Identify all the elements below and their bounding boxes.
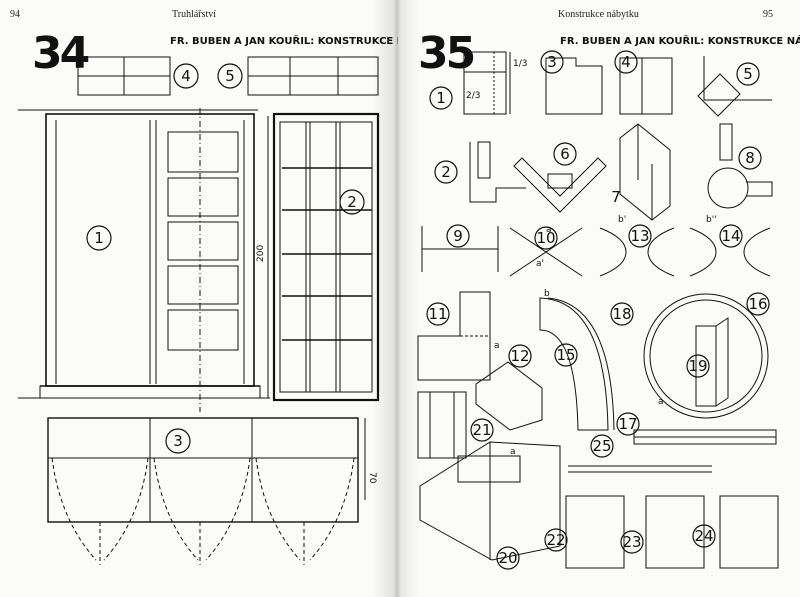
fig-label-5: 5 bbox=[743, 65, 753, 83]
fig-label-1: 1 bbox=[436, 89, 446, 107]
fig-label-25: 25 bbox=[592, 437, 611, 455]
fig-label-10: 10 bbox=[536, 229, 555, 247]
fig-label-12: 12 bbox=[510, 347, 529, 365]
fig-label-11: 11 bbox=[428, 305, 447, 323]
fig-19-round-frame bbox=[643, 293, 769, 419]
fig-label-19: 19 bbox=[688, 357, 707, 375]
fig-label-21: 21 bbox=[472, 421, 491, 439]
left-running-head: Truhlářství bbox=[172, 9, 217, 20]
fig-label-16: 16 bbox=[748, 295, 767, 313]
right-running-head: Konstrukce nábytku bbox=[558, 9, 639, 20]
left-drawings: 4 5 1 2 3 200 70 bbox=[18, 56, 380, 565]
fig-15-bent-panel bbox=[539, 297, 615, 431]
fig-5-joint bbox=[697, 56, 772, 117]
fig-label-2: 2 bbox=[347, 193, 357, 211]
fig-23-section bbox=[645, 495, 705, 569]
fig-label-8: 8 bbox=[745, 149, 755, 167]
fig-label-23: 23 bbox=[622, 533, 641, 551]
fig-20-joint bbox=[419, 441, 561, 561]
fig-1-wardrobe bbox=[18, 108, 270, 412]
fig-label-6: 6 bbox=[560, 145, 570, 163]
letter-a-fig-10: a bbox=[546, 225, 552, 235]
fig-label-22: 22 bbox=[546, 531, 565, 549]
fig-label-17: 17 bbox=[618, 415, 637, 433]
fig-17-rail bbox=[633, 429, 777, 445]
fig-label-4: 4 bbox=[181, 67, 191, 85]
fig-12-joint bbox=[475, 361, 543, 431]
letter-a-fig-20: a bbox=[510, 447, 516, 457]
fig-label-13: 13 bbox=[630, 227, 649, 245]
letter-a-prime: a' bbox=[536, 259, 544, 269]
left-credit: FR. BUBEN A JAN KOUŘIL: KONSTRUKCE NÁBYT… bbox=[170, 36, 398, 47]
left-page: 94 Truhlářství 34 FR. BUBEN A JAN KOUŘIL… bbox=[0, 0, 398, 597]
fig-11-joint bbox=[417, 291, 491, 381]
fig-3-plan bbox=[47, 417, 366, 565]
fig-4-joint bbox=[619, 57, 673, 115]
left-page-number: 94 bbox=[10, 9, 20, 20]
fig-2-joint bbox=[469, 141, 526, 203]
right-page-number: 95 bbox=[763, 9, 773, 20]
right-drawings: 1 3 4 5 2 6 7 8 9 10 13 14 11 12 15 18 1… bbox=[417, 50, 779, 570]
fig-1-joint bbox=[463, 51, 511, 115]
fig-14-profile bbox=[689, 227, 771, 277]
fig-label-14: 14 bbox=[721, 227, 740, 245]
fig-6-joint bbox=[513, 157, 607, 213]
fig-4-panel bbox=[77, 56, 171, 96]
fig-label-2: 2 bbox=[441, 163, 451, 181]
fraction-2-3: 2/3 bbox=[466, 91, 480, 101]
fig-24-section bbox=[719, 495, 779, 569]
fig-3-joint bbox=[545, 57, 603, 115]
fig-2-section bbox=[272, 112, 380, 402]
fig-label-3: 3 bbox=[173, 432, 183, 450]
left-plate-number: 34 bbox=[32, 28, 90, 79]
right-page: Konstrukce nábytku 95 35 FR. BUBEN A JAN… bbox=[398, 0, 800, 597]
fig-label-9: 9 bbox=[453, 227, 463, 245]
letter-b-prime: b' bbox=[618, 215, 626, 225]
fig-22-section bbox=[565, 495, 625, 569]
fig-label-5: 5 bbox=[225, 67, 235, 85]
fig-21-section bbox=[417, 391, 467, 459]
fig-label-15: 15 bbox=[556, 346, 575, 364]
fig-13-profile bbox=[599, 227, 675, 277]
fig-label-18: 18 bbox=[612, 305, 631, 323]
fig-label-1: 1 bbox=[94, 229, 104, 247]
fig-label-4: 4 bbox=[621, 53, 631, 71]
fig-7-joint bbox=[619, 123, 671, 221]
letter-b-double-prime: b'' bbox=[706, 215, 717, 225]
fig-8-joint bbox=[707, 123, 773, 209]
fig-5-panel bbox=[247, 56, 379, 96]
letter-b: b bbox=[544, 289, 550, 299]
fig-label-7: 7 bbox=[611, 188, 621, 206]
dimension-70: 70 bbox=[367, 472, 377, 484]
letter-a-fig-11: a bbox=[494, 341, 500, 351]
right-plate-number: 35 bbox=[418, 28, 476, 79]
fig-9-profile bbox=[421, 226, 499, 272]
fig-label-3: 3 bbox=[547, 53, 557, 71]
fig-label-20: 20 bbox=[498, 549, 517, 567]
fig-10-profile bbox=[509, 227, 583, 277]
dimension-200: 200 bbox=[256, 245, 266, 262]
right-credit: FR. BUBEN A JAN KOUŘIL: KONSTRUKCE NÁBYT… bbox=[560, 36, 800, 47]
fraction-1-3: 1/3 bbox=[513, 59, 527, 69]
fig-25-rail bbox=[568, 465, 712, 473]
letter-a-fig-19: a bbox=[658, 397, 664, 407]
fig-label-24: 24 bbox=[694, 527, 713, 545]
